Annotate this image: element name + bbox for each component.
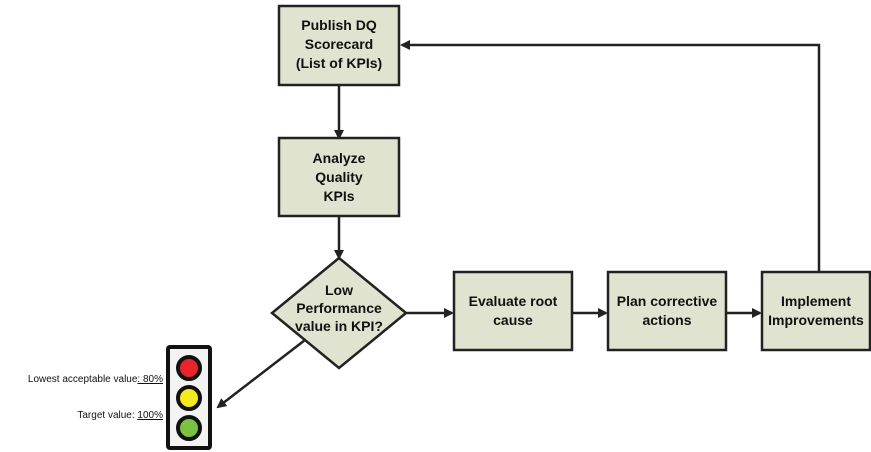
node-evaluate-line-1: Evaluate root: [469, 293, 558, 309]
edge-implement-publish: [400, 40, 821, 272]
node-analyze-line-1: Analyze: [313, 150, 366, 166]
target-value-label: Target value: 100%: [77, 410, 163, 421]
node-publish: Publish DQ Scorecard (List of KPIs): [277, 4, 401, 87]
node-plan-line-2: actions: [642, 312, 691, 328]
node-evaluate-line-2: cause: [493, 312, 533, 328]
node-decision-line-3: value in KPI?: [295, 318, 383, 334]
lowest-acceptable-label: Lowest acceptable value: 80%: [28, 374, 163, 385]
node-plan: Plan corrective actions: [606, 270, 728, 352]
traffic-light-icon: [166, 345, 212, 450]
target-value-number: 100%: [137, 410, 163, 421]
node-decision-line-2: Performance: [296, 300, 382, 316]
yellow-light-icon: [176, 385, 202, 411]
node-analyze: Analyze Quality KPIs: [277, 136, 401, 218]
node-analyze-line-2: Quality: [315, 169, 363, 185]
node-decision: Low Performance value in KPI?: [270, 256, 408, 370]
node-publish-line-2: Scorecard: [305, 36, 373, 52]
node-evaluate: Evaluate root cause: [452, 270, 574, 352]
lowest-acceptable-text: Lowest acceptable value: [28, 374, 138, 385]
node-publish-line-3: (List of KPIs): [296, 55, 382, 71]
node-implement: Implement Improvements: [760, 270, 871, 352]
edge-decision-traffic-light: [216, 339, 306, 409]
target-value-text: Target value:: [77, 410, 137, 421]
node-implement-line-2: Improvements: [768, 312, 864, 328]
node-decision-line-1: Low: [325, 282, 353, 298]
lowest-acceptable-value: : 80%: [137, 374, 163, 385]
green-light-icon: [176, 415, 202, 441]
node-implement-line-1: Implement: [781, 293, 851, 309]
node-analyze-line-3: KPIs: [323, 188, 354, 204]
node-plan-line-1: Plan corrective: [617, 293, 718, 309]
node-publish-line-1: Publish DQ: [301, 17, 377, 33]
red-light-icon: [176, 355, 202, 381]
